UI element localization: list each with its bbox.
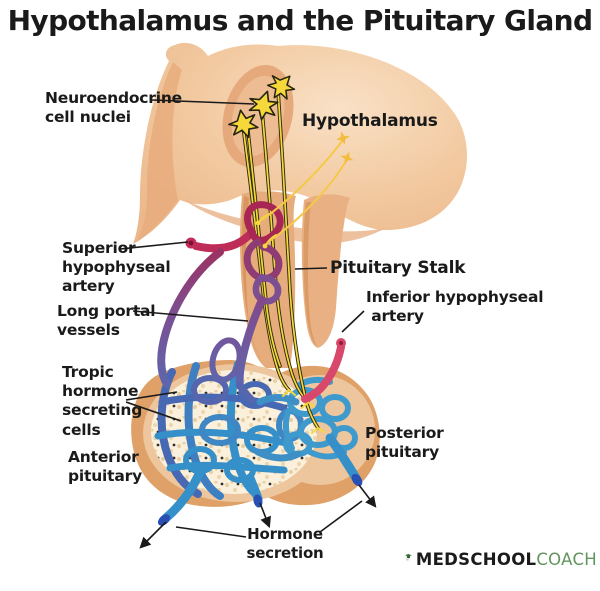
medschoolcoach-logo: MEDSCHOOLCOACH	[405, 527, 597, 587]
logo-text-medschool: MEDSCHOOL	[415, 549, 537, 569]
label-superior-hypophyseal-artery: Superior hypophyseal artery	[62, 239, 171, 296]
posterior-capillary-network	[254, 376, 358, 462]
label-tropic-hormone-secreting-cells: Tropic hormone secreting cells	[62, 363, 143, 439]
logo-wordmark: MEDSCHOOLCOACH	[416, 550, 597, 569]
label-neuroendocrine-cell-nuclei: Neuroendocrine cell nuclei	[45, 89, 182, 127]
label-hypothalamus: Hypothalamus	[302, 111, 438, 131]
hypothalamus-brain-shape	[133, 42, 467, 245]
label-long-portal-vessels: Long portal vessels	[57, 302, 156, 340]
hypothalamic-signal-arrows	[255, 129, 356, 249]
label-posterior-pituitary: Posterior pituitary	[365, 424, 444, 462]
page-title: Hypothalamus and the Pituitary Gland	[7, 4, 593, 37]
label-pituitary-stalk: Pituitary Stalk	[330, 258, 466, 278]
label-hormone-secretion: Hormone secretion	[246, 525, 324, 562]
hormone-secretion-arrows	[139, 484, 377, 549]
neuron-axon-bundle	[241, 88, 325, 434]
venous-exit-vessels	[157, 433, 363, 526]
inferior-hypophyseal-artery-shape	[301, 338, 346, 403]
label-anterior-pituitary: Anterior pituitary	[68, 448, 142, 486]
logo-text-coach: COACH	[536, 549, 597, 569]
label-leader-lines	[119, 99, 365, 538]
graduation-cap-stethoscope-icon	[405, 553, 412, 561]
long-portal-vessels-shape	[157, 248, 266, 404]
superior-hypophyseal-artery-shape	[185, 201, 284, 305]
label-inferior-hypophyseal-artery: Inferior hypophyseal artery	[366, 288, 544, 326]
